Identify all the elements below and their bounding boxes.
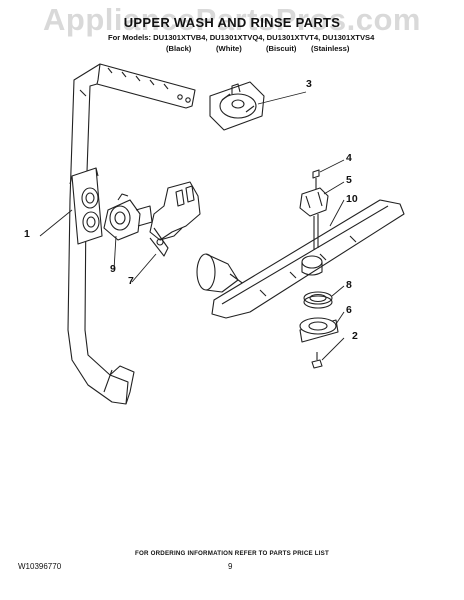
finish-biscuit: (Biscuit) xyxy=(266,44,297,53)
bottom-screw-part xyxy=(311,352,323,369)
document-id: W10396770 xyxy=(18,562,62,571)
callout-3: 3 xyxy=(306,78,312,90)
callout-4: 4 xyxy=(346,152,352,164)
finish-white: (White) xyxy=(216,44,242,53)
models-line: For Models: DU1301XTVB4, DU1301XTVQ4, DU… xyxy=(108,33,375,42)
hub-part xyxy=(299,317,339,343)
shaft-clip-part xyxy=(299,187,329,250)
callout-2: 2 xyxy=(352,330,358,342)
callout-5: 5 xyxy=(346,174,352,186)
callout-6: 6 xyxy=(346,304,352,316)
callout-10: 10 xyxy=(346,193,358,205)
callout-7: 7 xyxy=(128,275,134,287)
bearing-part xyxy=(209,81,265,131)
spray-arm-part xyxy=(211,199,405,319)
page-number: 9 xyxy=(228,562,233,571)
page-title: UPPER WASH AND RINSE PARTS xyxy=(123,15,341,30)
callout-1: 1 xyxy=(24,228,30,240)
leader-lines xyxy=(39,91,345,361)
finish-black: (Black) xyxy=(166,44,192,53)
manifold-bracket-part xyxy=(149,181,201,257)
supply-tube-part xyxy=(67,63,196,405)
watermark: AppliancePartsPros.com xyxy=(43,2,421,37)
connector-part xyxy=(103,193,153,241)
callout-9: 9 xyxy=(110,263,116,275)
finish-stainless: (Stainless) xyxy=(311,44,350,53)
ordering-note: FOR ORDERING INFORMATION REFER TO PARTS … xyxy=(135,550,329,557)
callout-8: 8 xyxy=(346,279,352,291)
ring-part xyxy=(303,291,333,309)
